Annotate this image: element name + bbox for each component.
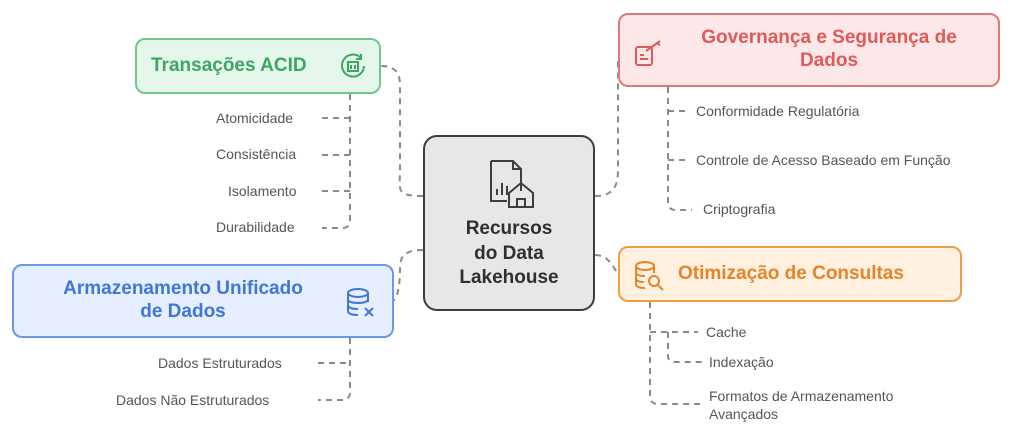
query-optimization-node: Otimização de Consultas — [618, 246, 962, 302]
acid-transactions-node: Transações ACID — [135, 38, 381, 94]
storage-title-line: de Dados — [140, 301, 226, 322]
acid-item: Atomicidade — [216, 110, 294, 126]
governance-title-line: Dados — [799, 50, 859, 71]
governance-item: Criptografia — [703, 201, 776, 217]
storage-title-line: Armazenamento Unificado — [63, 278, 303, 300]
governance-title-line: Governança e Segurança de — [701, 27, 957, 49]
governance-item: Controle de Acesso Baseado em Função — [696, 152, 951, 168]
database-x-icon — [347, 288, 374, 317]
acid-item: Isolamento — [228, 183, 297, 199]
central-topic-node: Recursos do Data Lakehouse — [423, 135, 595, 311]
acid-item: Consistência — [216, 146, 297, 162]
data-lakehouse-icon — [490, 160, 534, 208]
central-title-line: do Data — [474, 242, 544, 264]
governance-item: Conformidade Regulatória — [696, 103, 860, 119]
optimization-item: Avançados — [709, 406, 779, 422]
unified-storage-node: Armazenamento Unificado de Dados — [12, 264, 394, 338]
database-search-icon — [635, 261, 664, 291]
optimization-item: Indexação — [709, 354, 774, 370]
acid-item: Durabilidade — [216, 219, 295, 235]
optimization-title: Otimização de Consultas — [678, 262, 904, 284]
optimization-item: Formatos de Armazenamento — [709, 388, 894, 404]
storage-item: Dados Estruturados — [158, 355, 282, 371]
acid-title: Transações ACID — [151, 54, 307, 76]
governance-security-node: Governança e Segurança de Dados — [618, 13, 1000, 87]
central-title-line: Recursos — [465, 217, 553, 239]
transaction-cycle-icon — [341, 53, 365, 78]
signed-document-icon — [635, 40, 661, 66]
storage-item: Dados Não Estruturados — [116, 392, 270, 408]
central-title-line: Lakehouse — [459, 267, 559, 289]
optimization-item: Cache — [706, 324, 747, 340]
